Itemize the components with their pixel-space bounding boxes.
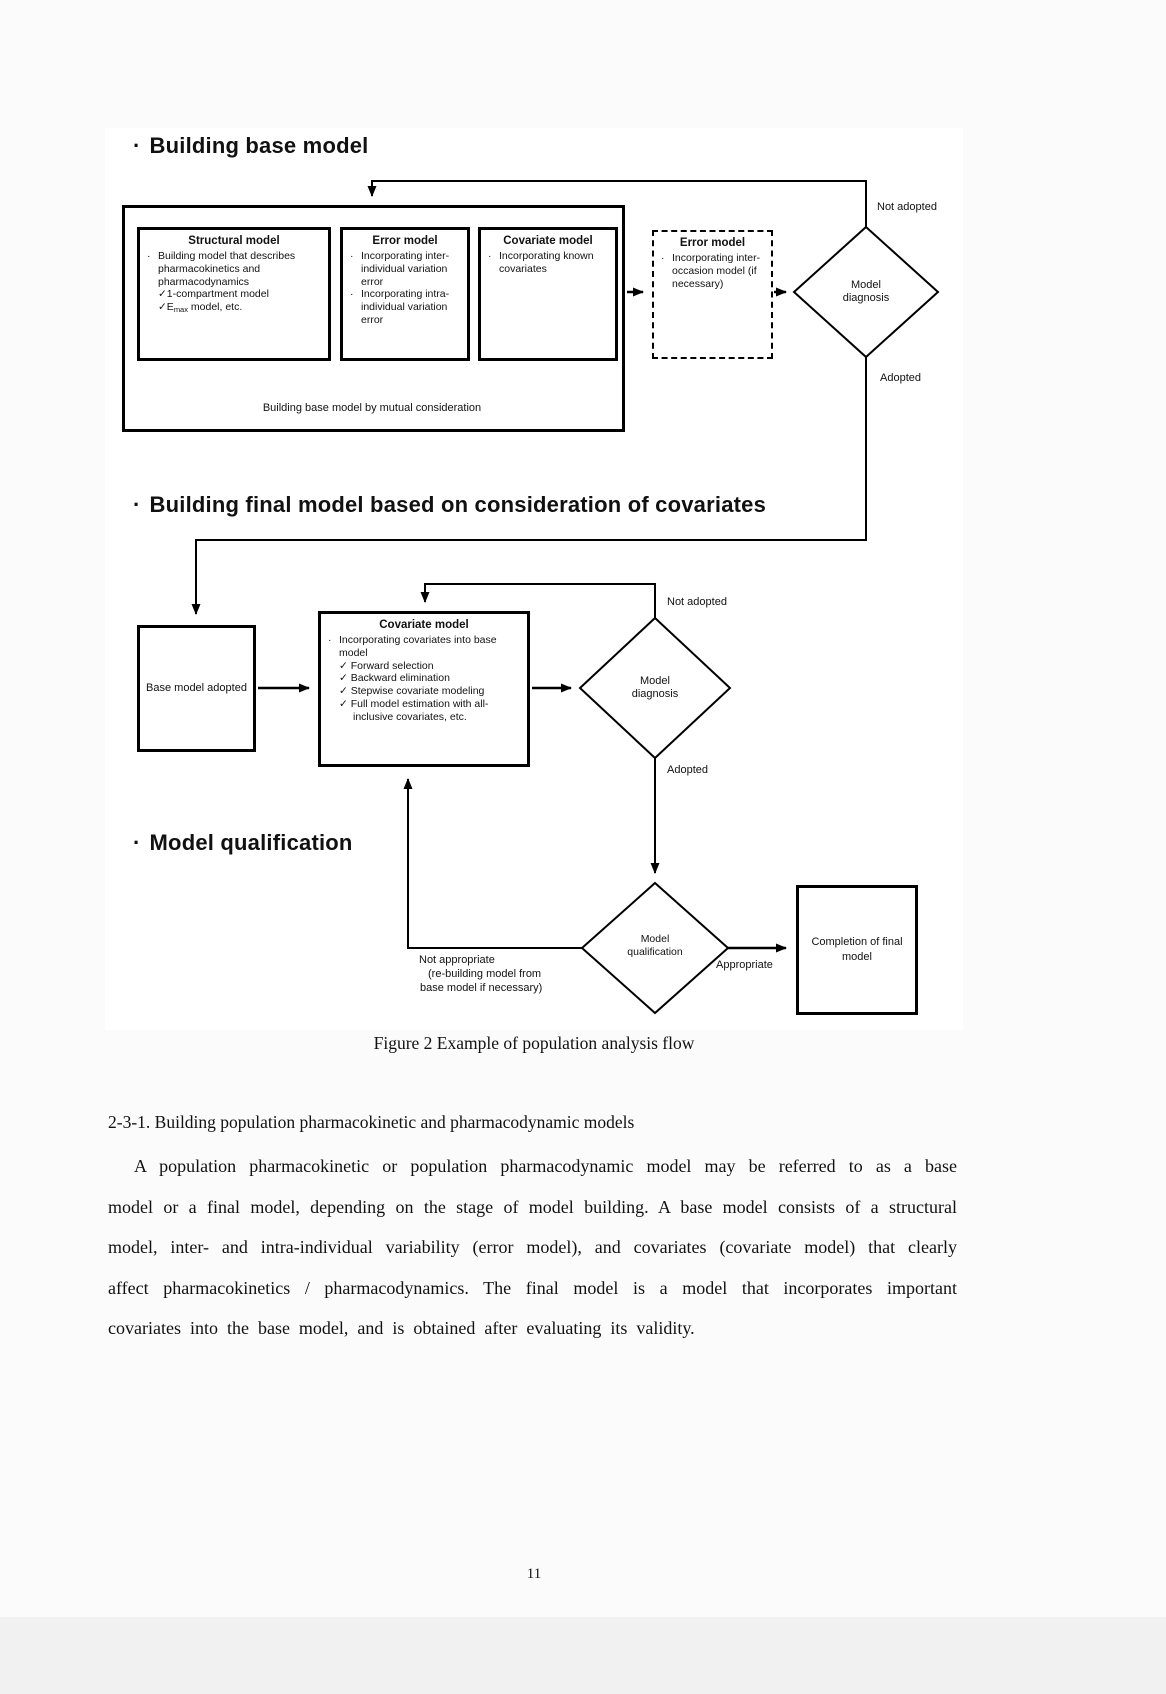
check-item-suffix: model, etc. bbox=[187, 301, 243, 314]
emax-subscript: max bbox=[173, 305, 188, 315]
check-item: ✓ Stepwise covariate modeling bbox=[339, 685, 485, 698]
covariate-model-final-body: · Incorporating covariates into base mod… bbox=[321, 631, 527, 724]
model-qualification-diamond-label: Model qualification bbox=[627, 933, 683, 958]
error-model-title: Error model bbox=[372, 235, 438, 247]
check-item: ✓ Backward elimination bbox=[339, 672, 450, 685]
not-adopted-label: Not adopted bbox=[877, 201, 937, 213]
list-item-text: Incorporating inter-occasion model (if n… bbox=[672, 252, 761, 290]
check-item-prefix: ✓E bbox=[158, 301, 174, 314]
covariate-model-box: Covariate model · Incorporating known co… bbox=[478, 227, 618, 361]
covariate-model-title: Covariate model bbox=[503, 235, 593, 247]
not-appropriate-label: Not appropriate (re-building model from … bbox=[419, 954, 594, 995]
list-item-text: Incorporating inter-individual variation… bbox=[361, 250, 450, 288]
model-diagnosis-diamond-label: Model diagnosis bbox=[842, 279, 890, 305]
heading-qualification-text: Model qualification bbox=[149, 830, 353, 855]
inter-occasion-body: · Incorporating inter-occasion model (if… bbox=[654, 249, 771, 290]
inter-occasion-title: Error model bbox=[679, 237, 746, 249]
completion-final-model-box: Completion of final model bbox=[796, 885, 918, 1015]
adopted-label: Adopted bbox=[880, 372, 921, 384]
list-item: · Building model that describes pharmaco… bbox=[147, 250, 308, 288]
list-item: · Incorporating covariates into base mod… bbox=[328, 634, 507, 660]
list-item-text: Incorporating known covariates bbox=[499, 250, 594, 275]
body-paragraph: A population pharmacokinetic or populati… bbox=[108, 1156, 957, 1338]
mutual-consideration-label: Building base model by mutual considerat… bbox=[262, 402, 482, 414]
check-item: ✓1-compartment model bbox=[158, 288, 269, 301]
covariate-model-final-title: Covariate model bbox=[379, 619, 469, 631]
list-item-text: Building model that describes pharmacoki… bbox=[158, 250, 296, 288]
heading-bullet: · bbox=[133, 830, 141, 855]
check-item: ✓Emax model, etc. bbox=[147, 301, 308, 314]
heading-building-final-model: · Building final model based on considera… bbox=[133, 492, 766, 518]
page-number: 11 bbox=[526, 1566, 542, 1582]
section-heading: 2-3-1. Building population pharmacokinet… bbox=[108, 1112, 635, 1132]
covariate-model-body: · Incorporating known covariates bbox=[481, 247, 615, 276]
not-adopted-label: Not adopted bbox=[667, 596, 727, 608]
not-appropriate-line1: Not appropriate bbox=[419, 954, 495, 966]
bullet: · bbox=[328, 634, 332, 646]
page-bottom-edge bbox=[0, 1617, 1166, 1694]
appropriate-label: Appropriate bbox=[716, 959, 773, 971]
structural-model-title: Structural model bbox=[188, 235, 280, 247]
list-item: · Incorporating known covariates bbox=[488, 250, 609, 276]
base-model-adopted-box: Base model adopted bbox=[137, 625, 256, 752]
list-item: · Incorporating inter-occasion model (if… bbox=[661, 252, 765, 290]
bullet: · bbox=[350, 288, 354, 301]
heading-final-text: Building final model based on considerat… bbox=[149, 492, 767, 517]
structural-model-body: · Building model that describes pharmaco… bbox=[140, 247, 328, 314]
heading-base-text: Building base model bbox=[149, 133, 369, 158]
adopted-label: Adopted bbox=[667, 764, 708, 776]
bullet: · bbox=[661, 252, 665, 264]
list-item-text: Incorporating intra-individual variation… bbox=[361, 288, 450, 326]
list-item: · Incorporating inter-individual variati… bbox=[350, 250, 461, 288]
not-appropriate-line2: (re-building model from bbox=[428, 967, 542, 980]
check-item: ✓ Forward selection bbox=[339, 659, 434, 672]
check-item: ✓ Full model estimation with all-inclusi… bbox=[339, 697, 489, 723]
figure-caption: Figure 2 Example of population analysis … bbox=[373, 1033, 695, 1053]
bullet: · bbox=[147, 250, 151, 262]
heading-bullet: · bbox=[133, 133, 141, 158]
structural-model-box: Structural model · Building model that d… bbox=[137, 227, 331, 361]
error-model-body: · Incorporating inter-individual variati… bbox=[343, 247, 467, 327]
model-diagnosis-final-diamond-label: Model diagnosis bbox=[631, 675, 679, 701]
inter-occasion-error-model-box: Error model · Incorporating inter-occasi… bbox=[652, 230, 773, 359]
heading-building-base-model: · Building base model bbox=[133, 133, 368, 159]
bullet: · bbox=[488, 250, 492, 262]
covariate-model-final-box: Covariate model · Incorporating covariat… bbox=[318, 611, 530, 767]
list-item: · Incorporating intra-individual variati… bbox=[350, 288, 461, 326]
list-item-text: Incorporating covariates into base model bbox=[339, 634, 497, 659]
error-model-box: Error model · Incorporating inter-indivi… bbox=[340, 227, 470, 361]
heading-bullet: · bbox=[133, 492, 141, 517]
not-appropriate-line3: base model if necessary) bbox=[420, 981, 543, 994]
bullet: · bbox=[350, 250, 354, 262]
heading-model-qualification: · Model qualification bbox=[133, 830, 353, 856]
